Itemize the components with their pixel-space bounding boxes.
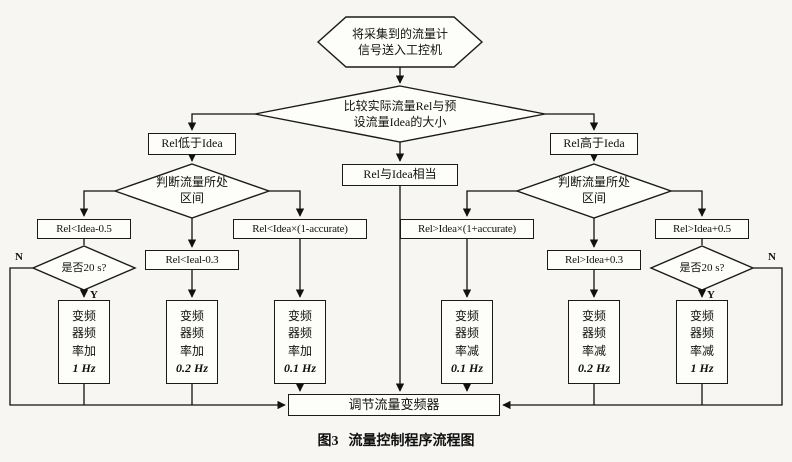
compare-decision: 比较实际流量Rel与预 设流量Idea的大小 (343, 99, 457, 129)
branch-high-box: Rel高于Ieda (550, 133, 638, 155)
freq-sub-02hz-box: 变频 器频 率减 0.2 Hz (568, 300, 620, 384)
freq-action-text: 变频 器频 率加 (179, 309, 204, 358)
freq-sub-01hz-box: 变频 器频 率减 0.1 Hz (441, 300, 493, 384)
condition-r2-box: Rel>Idea+0.3 (547, 250, 641, 270)
figure-caption: 图3 流量控制程序流程图 (0, 430, 792, 450)
timer-right-decision: 是否20 s? (679, 262, 725, 274)
timer-right-yes-label: Y (707, 289, 715, 301)
condition-l3-box: Rel<Idea×(1-accurate) (233, 219, 367, 239)
freq-action-text: 变频 器频 率加 (71, 309, 96, 358)
freq-action-text: 变频 器频 率减 (581, 309, 606, 358)
freq-sub-1hz-box: 变频 器频 率减 1 Hz (676, 300, 728, 384)
adjust-inverter-box: 调节流量变频器 (288, 394, 500, 416)
freq-value-text: 0.2 Hz (175, 361, 208, 376)
freq-value-text: 1 Hz (690, 361, 714, 376)
freq-add-01hz-box: 变频 器频 率加 0.1 Hz (274, 300, 326, 384)
branch-low-box: Rel低于Idea (148, 133, 236, 155)
freq-action-text: 变频 器频 率减 (454, 309, 479, 358)
judge-left-decision: 判断流量所处 区间 (155, 175, 228, 205)
freq-value-text: 0.1 Hz (283, 361, 316, 376)
judge-right-decision: 判断流量所处 区间 (557, 175, 630, 205)
timer-right-no-label: N (768, 251, 776, 263)
timer-left-no-label: N (15, 251, 23, 263)
condition-l1-box: Rel<Idea-0.5 (37, 219, 131, 239)
condition-r1-box: Rel>Idea×(1+accurate) (400, 219, 534, 239)
condition-r3-box: Rel>Idea+0.5 (655, 219, 749, 239)
condition-l2-box: Rel<Ieal-0.3 (145, 250, 239, 270)
freq-add-02hz-box: 变频 器频 率加 0.2 Hz (166, 300, 218, 384)
figure-title: 流量控制程序流程图 (348, 434, 475, 449)
freq-action-text: 变频 器频 率加 (287, 309, 312, 358)
timer-left-yes-label: Y (90, 289, 98, 301)
start-hexagon-shape (316, 16, 484, 68)
freq-value-text: 0.1 Hz (450, 361, 483, 376)
timer-left-decision: 是否20 s? (61, 262, 107, 274)
connector-lines (9, 67, 783, 410)
freq-value-text: 0.2 Hz (577, 361, 610, 376)
freq-value-text: 1 Hz (72, 361, 96, 376)
figure-number: 图3 (317, 434, 339, 449)
freq-action-text: 变频 器频 率减 (689, 309, 714, 358)
start-node: 将采集到的流量计 信号送入工控机 (351, 27, 448, 57)
freq-add-1hz-box: 变频 器频 率加 1 Hz (58, 300, 110, 384)
branch-equal-box: Rel与Idea相当 (342, 164, 458, 186)
